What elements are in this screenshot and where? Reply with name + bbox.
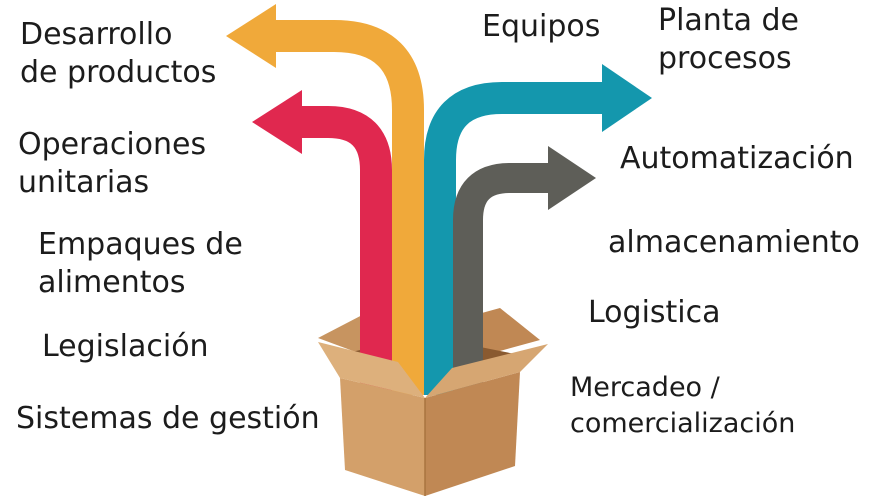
arrow-orange [272,20,424,395]
arrow-teal [424,82,602,395]
label-line: Desarrollo [20,17,173,52]
arrow-gray-head [548,146,596,210]
box-flap-front-right [425,344,548,398]
label-desarrollo-de-productos: Desarrollo de productos [20,16,216,92]
label-line: comercialización [570,408,796,439]
label-empaques-de-alimentos: Empaques de alimentos [38,226,243,302]
arrow-orange-head [226,4,276,68]
label-line: Planta de [658,3,800,38]
label-line: Mercadeo / [570,372,720,403]
label-line: alimentos [38,265,186,300]
arrows [226,4,652,395]
label-line: procesos [658,41,792,76]
open-cardboard-box-icon [318,342,548,496]
box-flap-front-left [318,342,425,398]
label-logistica: Logistica [588,295,721,330]
label-automatizacion: Automatización [620,141,854,176]
box-front-left [340,378,425,496]
label-mercadeo-comercializacion: Mercadeo / comercialización [570,370,795,442]
label-line: de productos [20,55,217,90]
label-line: Operaciones [18,127,207,162]
label-line: Empaques de [38,227,243,262]
arrow-red [300,106,392,395]
label-equipos: Equipos [482,9,601,44]
label-almacenamiento: almacenamiento [608,225,860,260]
arrow-red-head [252,90,302,154]
label-planta-de-procesos: Planta de procesos [658,2,799,78]
label-operaciones-unitarias: Operaciones unitarias [18,126,206,202]
label-line: unitarias [18,165,150,200]
arrow-gray [453,163,548,395]
arrow-teal-head [602,64,652,132]
box-front-right [425,372,520,496]
label-legislacion: Legislación [42,329,209,364]
label-sistemas-de-gestion: Sistemas de gestión [16,401,320,436]
